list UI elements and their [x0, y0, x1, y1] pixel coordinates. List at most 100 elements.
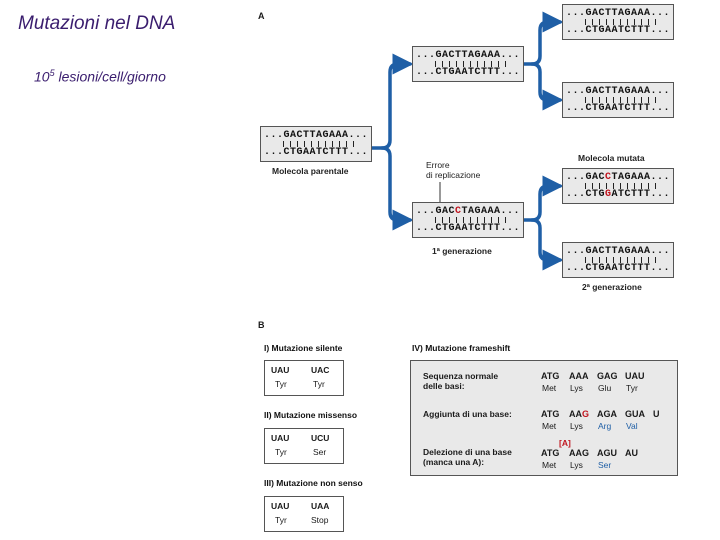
lesion-rate: 105 lesioni/cell/giorno — [34, 68, 166, 85]
seq-part: ...GAC — [566, 172, 606, 183]
normal-codon: AAA — [569, 371, 589, 381]
gen2-molecule-c: ...GACTTAGAAA... ...CTGAATCTTT... — [562, 242, 674, 278]
normal-label: Sequenza normale delle basi: — [423, 371, 499, 391]
codon-from: UAU — [271, 433, 290, 443]
lesion-rate-text: lesioni/cell/giorno — [54, 68, 166, 85]
seq-part: ...GAC — [416, 206, 456, 217]
seq-part: TAGAAA... — [611, 172, 671, 183]
mutant-label: Molecola mutata — [578, 153, 645, 163]
strand-top: ...GACCTAGAAA... — [416, 206, 520, 217]
seq-part: TAGAAA... — [461, 206, 521, 217]
inserted-base: G — [582, 409, 590, 419]
arrow-gen1b-to-gen2-mut — [520, 175, 564, 222]
insert-codon: AGA — [597, 409, 617, 419]
insert-aa: Met — [542, 421, 557, 431]
seq-part: ATCTTT... — [611, 189, 671, 200]
delete-aa: Met — [542, 460, 557, 470]
insert-codon: AAG — [569, 409, 589, 419]
frameshift-box: Sequenza normale delle basi: ATG AAA GAG… — [410, 360, 678, 476]
strand-top: ...GACCTAGAAA... — [566, 172, 670, 183]
delete-codon: AU — [625, 448, 638, 458]
arrow-gen1a-to-gen2b — [530, 62, 564, 111]
aa-from: Tyr — [275, 515, 287, 525]
delete-codon: ATG — [541, 448, 560, 458]
panel-a-letter: A — [258, 11, 265, 21]
delete-label: Delezione di una base (manca una A): — [423, 447, 512, 467]
codon-to: UAA — [311, 501, 330, 511]
strand-bottom: ...CTGAATCTTT... — [566, 103, 671, 114]
gen2-label: 2ª generazione — [582, 282, 642, 292]
strand-top: ...GACTTAGAAA... — [264, 130, 369, 141]
insert-aa: Lys — [570, 421, 583, 431]
gen2-molecule-b: ...GACTTAGAAA... ...CTGAATCTTT... — [562, 82, 674, 118]
base-pair-bonds — [435, 61, 507, 67]
normal-codon: GAG — [597, 371, 618, 381]
aa-from: Tyr — [275, 447, 287, 457]
slide-title: Mutazioni nel DNA — [18, 13, 176, 34]
strand-bottom: ...CTGAATCTTT... — [416, 223, 521, 234]
codon-to: UAC — [311, 365, 330, 375]
insert-aa-changed: Arg — [598, 421, 612, 431]
nonsense-box: UAU UAA Tyr Stop — [264, 496, 344, 532]
mismatched-base: C — [455, 206, 462, 217]
normal-codon: ATG — [541, 371, 560, 381]
gen2-molecule-a: ...GACTTAGAAA... ...CTGAATCTTT... — [562, 4, 674, 40]
arrow-gen1a-to-gen2a — [520, 11, 564, 66]
silent-box: UAU UAC Tyr Tyr — [264, 360, 344, 396]
normal-aa: Tyr — [626, 383, 638, 393]
strand-bottom: ...CTGAATCTTT... — [264, 147, 369, 158]
gen1-error-molecule: ...GACCTAGAAA... ...CTGAATCTTT... — [412, 202, 524, 238]
delete-codon: AAG — [569, 448, 589, 458]
strand-bottom: ...CTGGATCTTT... — [566, 189, 670, 200]
mutated-base: C — [605, 172, 612, 183]
error-label: Errore di replicazione — [426, 160, 481, 180]
insert-codon: U — [653, 409, 660, 419]
silent-title: I) Mutazione silente — [264, 343, 343, 353]
arrow-parent-to-gen1-normal — [366, 53, 414, 150]
strand-top: ...GACTTAGAAA... — [566, 246, 671, 257]
lesion-rate-exponent: 5 — [49, 68, 55, 78]
base-pair-bonds — [585, 19, 657, 25]
missense-box: UAU UCU Tyr Ser — [264, 428, 344, 464]
nonsense-title: III) Mutazione non senso — [264, 478, 363, 488]
base-pair-bonds — [585, 183, 657, 189]
insert-codon: ATG — [541, 409, 560, 419]
arrow-gen1b-to-gen2c — [530, 218, 564, 271]
codon-part: AA — [569, 409, 582, 419]
insert-label: Aggiunta di una base: — [423, 409, 512, 419]
insert-aa-changed: Val — [626, 421, 638, 431]
panel-b-letter: B — [258, 320, 265, 330]
lesion-rate-base: 10 — [34, 68, 50, 85]
seq-part: ...CTG — [566, 189, 606, 200]
parental-caption: Molecola parentale — [272, 166, 349, 176]
codon-from: UAU — [271, 501, 290, 511]
base-pair-bonds — [283, 141, 355, 147]
frameshift-title: IV) Mutazione frameshift — [412, 343, 511, 353]
base-pair-bonds — [585, 257, 657, 263]
gen2-mutant-molecule: ...GACCTAGAAA... ...CTGGATCTTT... — [562, 168, 674, 204]
strand-top: ...GACTTAGAAA... — [566, 8, 671, 19]
insert-codon: GUA — [625, 409, 645, 419]
strand-bottom: ...CTGAATCTTT... — [416, 67, 521, 78]
delete-aa: Lys — [570, 460, 583, 470]
parental-molecule: ...GACTTAGAAA... ...CTGAATCTTT... — [260, 126, 372, 162]
delete-aa-changed: Ser — [598, 460, 612, 470]
mutated-base: G — [605, 189, 612, 200]
strand-bottom: ...CTGAATCTTT... — [566, 263, 671, 274]
aa-to: Ser — [313, 447, 327, 457]
codon-to: UCU — [311, 433, 330, 443]
gen1-label: 1ª generazione — [432, 246, 492, 256]
normal-aa: Lys — [570, 383, 583, 393]
missense-title: II) Mutazione missenso — [264, 410, 358, 420]
codon-from: UAU — [271, 365, 290, 375]
delete-codon: AGU — [597, 448, 617, 458]
normal-aa: Glu — [598, 383, 612, 393]
strand-top: ...GACTTAGAAA... — [416, 50, 521, 61]
arrow-parent-to-gen1-error — [380, 146, 414, 231]
strand-bottom: ...CTGAATCTTT... — [566, 25, 671, 36]
aa-to: Stop — [311, 515, 329, 525]
deleted-base: [A] — [559, 438, 571, 448]
base-pair-bonds — [435, 217, 507, 223]
gen1-normal-molecule: ...GACTTAGAAA... ...CTGAATCTTT... — [412, 46, 524, 82]
normal-codon: UAU — [625, 371, 645, 381]
